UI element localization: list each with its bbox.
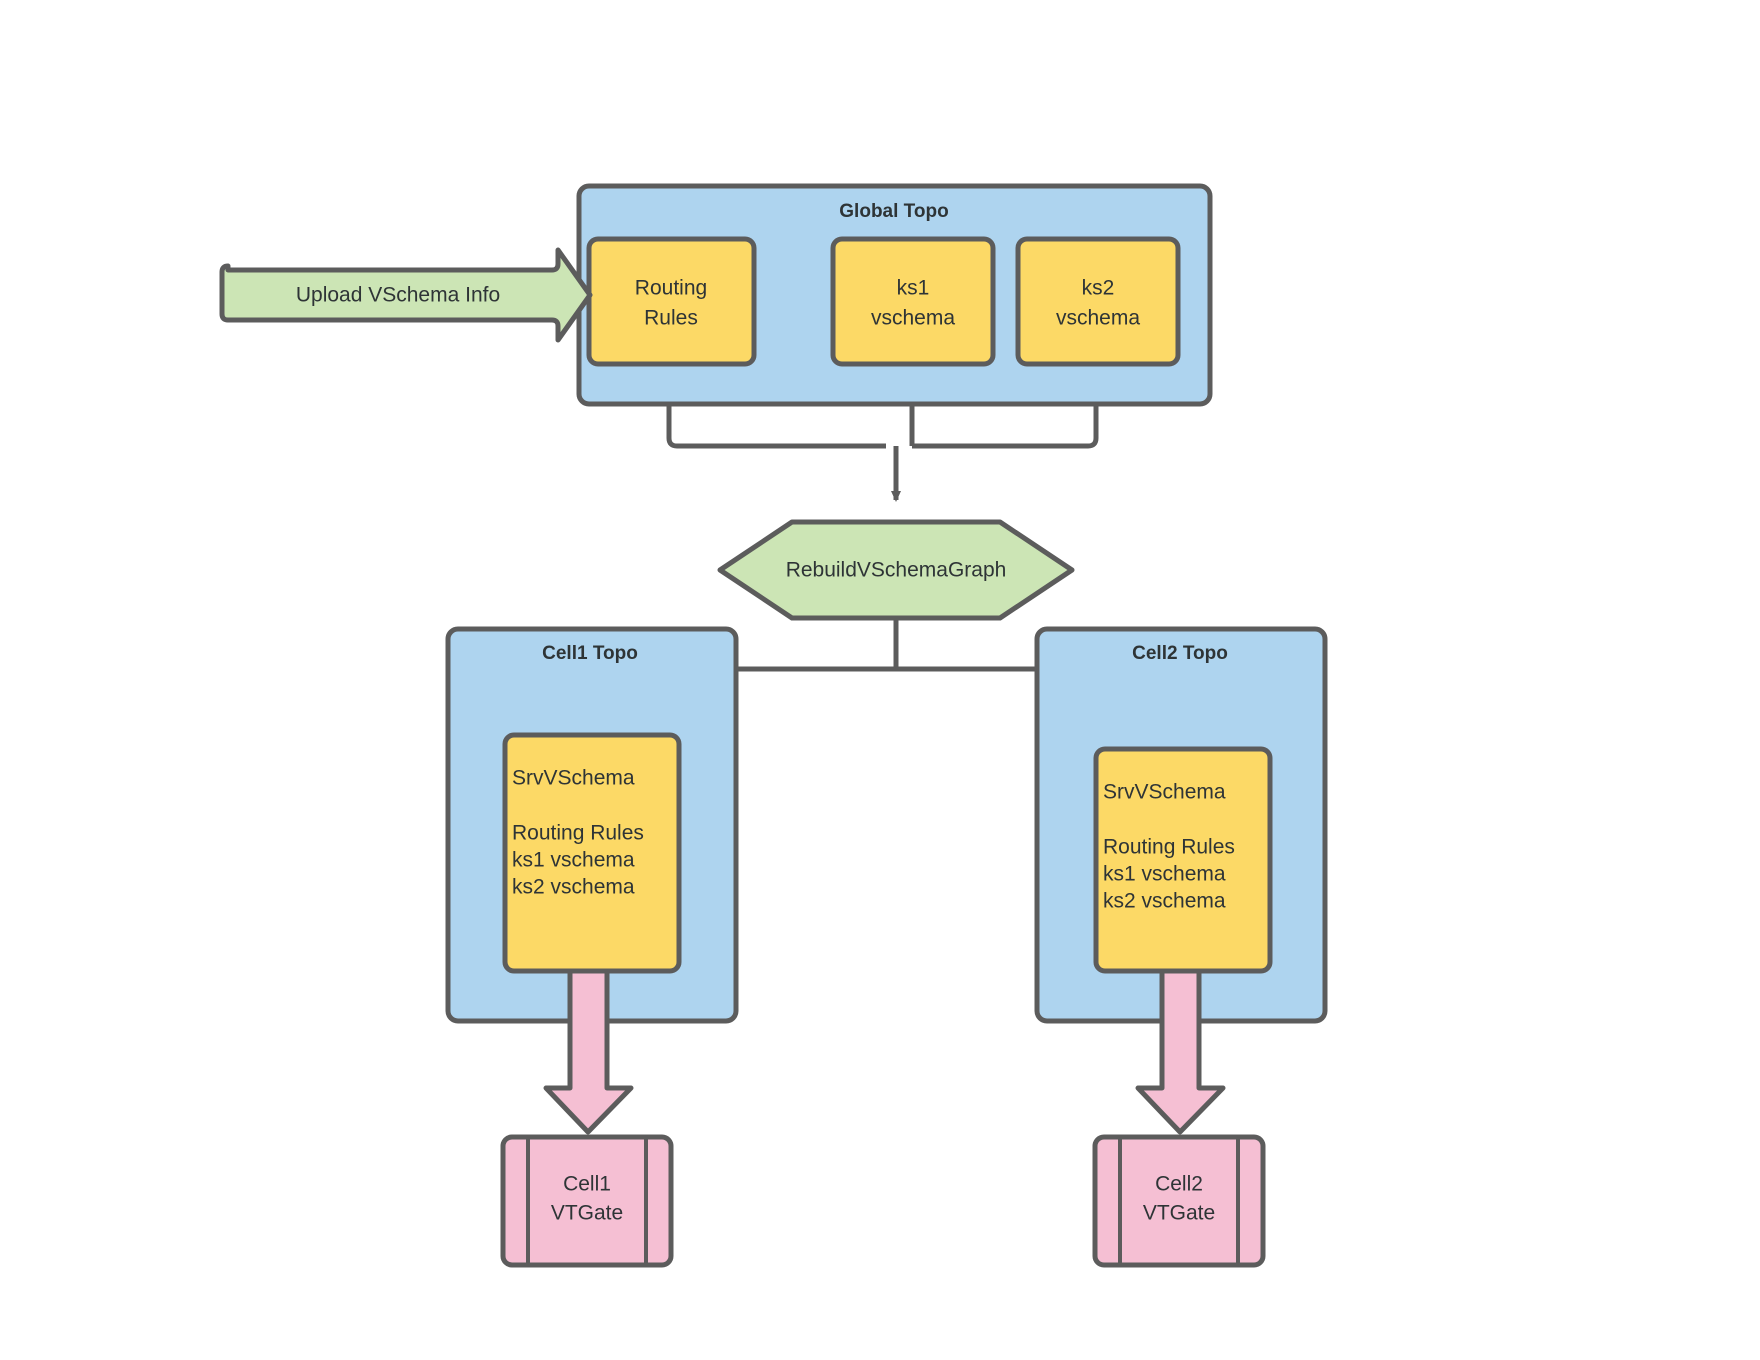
cell2-vtgate-node[interactable]: Cell2 VTGate (1092, 1134, 1266, 1268)
rebuild-hexagon-label: RebuildVSchemaGraph (786, 559, 1007, 582)
cell2-srvvschema-heading: SrvVSchema (1103, 781, 1226, 804)
ks1-vschema-label-line1: ks1 (897, 277, 930, 300)
cell1-pink-arrow-shape (543, 968, 634, 1135)
node-ks1-vschema[interactable]: ks1 vschema (830, 236, 996, 367)
cell1-srvvschema-line-3: ks2 vschema (512, 876, 635, 899)
cell2-vtgate-label-line1: Cell2 (1155, 1173, 1203, 1196)
cell2-srvvschema-node[interactable]: SrvVSchema Routing Rules ks1 vschema ks2… (1093, 746, 1273, 974)
cell2-vtgate-label-line2: VTGate (1143, 1202, 1215, 1225)
cell1-srvvschema-line-1: Routing Rules (512, 822, 644, 845)
routing-rules-box (586, 236, 757, 367)
cell2-srvvschema-line-2: ks1 vschema (1103, 863, 1226, 886)
ks1-vschema-label-line2: vschema (871, 307, 955, 330)
routing-rules-label-line2: Rules (644, 307, 698, 330)
routing-rules-label-line1: Routing (635, 277, 707, 300)
cell1-vtgate-label-line2: VTGate (551, 1202, 623, 1225)
global-topo-title: Global Topo (839, 201, 948, 222)
cell1-srvvschema-line-2: ks1 vschema (512, 849, 635, 872)
cell1-vtgate-node[interactable]: Cell1 VTGate (500, 1134, 674, 1268)
cell2-pink-arrow-shape (1135, 968, 1226, 1135)
ks1-vschema-box (830, 236, 996, 367)
cell1-vtgate-label-line1: Cell1 (563, 1173, 611, 1196)
cell2-srv-to-vtgate-arrow (1135, 968, 1226, 1135)
ks2-vschema-box (1015, 236, 1181, 367)
cell2-topo-title: Cell2 Topo (1132, 643, 1228, 664)
cell2-srvvschema-line-3: ks2 vschema (1103, 890, 1226, 913)
upload-vschema-arrow[interactable]: Upload VSchema Info (219, 247, 593, 343)
cell2-vtgate-box (1092, 1134, 1266, 1268)
rebuild-vschema-graph-step[interactable]: RebuildVSchemaGraph (717, 519, 1075, 621)
cell1-srvvschema-node[interactable]: SrvVSchema Routing Rules ks1 vschema ks2… (502, 732, 682, 974)
cell1-vtgate-box (500, 1134, 674, 1268)
node-routing-rules[interactable]: Routing Rules (586, 236, 757, 367)
node-ks2-vschema[interactable]: ks2 vschema (1015, 236, 1181, 367)
ks2-vschema-label-line1: ks2 (1082, 277, 1115, 300)
connector-ks2-down (912, 360, 1099, 449)
upload-arrow-label: Upload VSchema Info (296, 284, 500, 307)
cell1-topo-title: Cell1 Topo (542, 643, 638, 664)
rebuild-hexagon-shape (717, 519, 1075, 621)
ks2-vschema-label-line2: vschema (1056, 307, 1140, 330)
cell1-srv-to-vtgate-arrow (543, 968, 634, 1135)
upload-arrow-shape (219, 247, 593, 343)
connector-routing-rules-down (666, 360, 886, 449)
cell1-srvvschema-heading: SrvVSchema (512, 767, 635, 790)
cell2-srvvschema-line-1: Routing Rules (1103, 836, 1235, 859)
